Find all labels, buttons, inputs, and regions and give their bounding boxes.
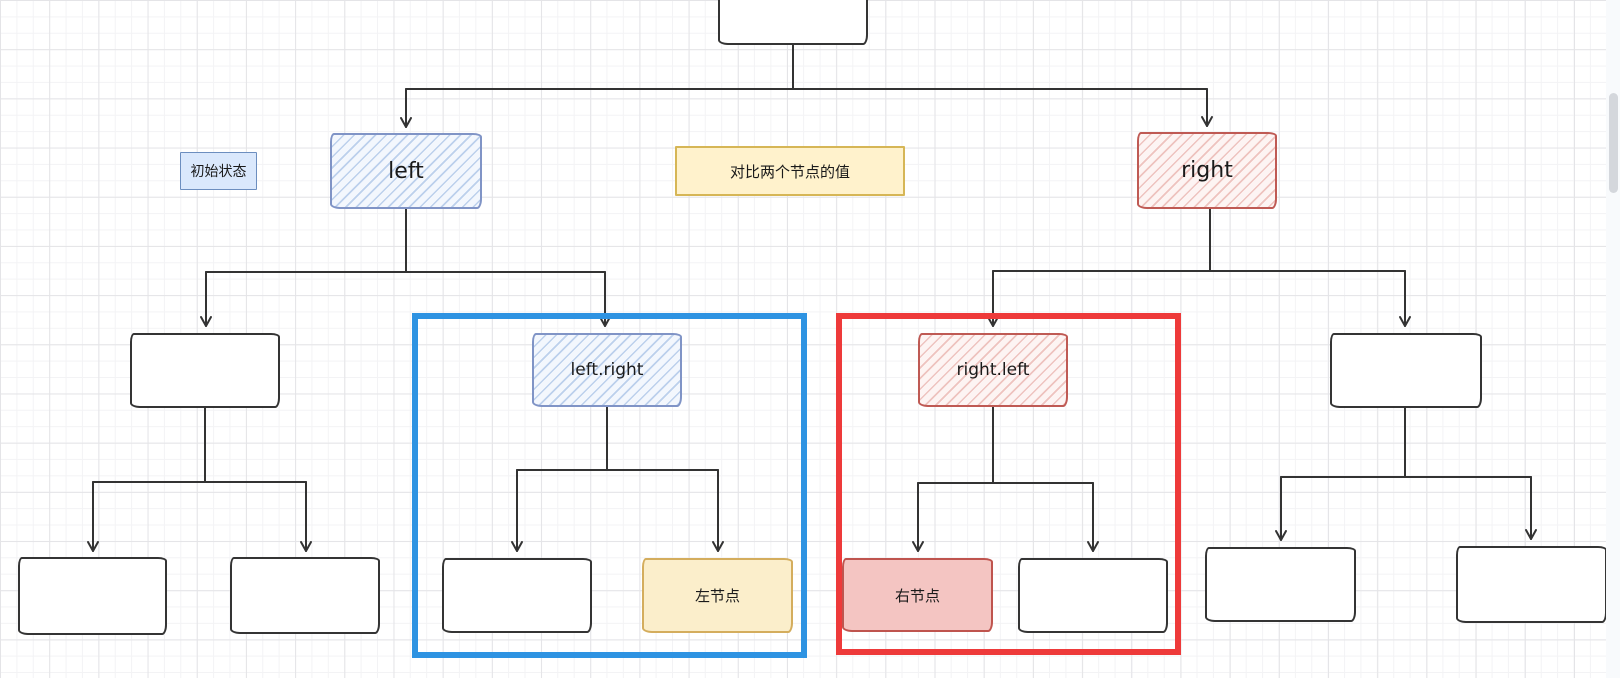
node-right-label: right (1181, 158, 1233, 183)
node-right-left-right[interactable] (1018, 558, 1168, 633)
node-root[interactable] (718, 0, 868, 45)
compare-note-label[interactable]: 对比两个节点的值 (675, 146, 905, 196)
node-left-right[interactable]: left.right (532, 333, 682, 407)
node-right-right-left[interactable] (1205, 547, 1356, 622)
connector-left-to-children[interactable] (200, 208, 611, 327)
vertical-scrollbar-thumb[interactable] (1609, 93, 1618, 193)
right-leaf-label: 右节点 (894, 587, 940, 605)
vertical-scrollbar-track[interactable] (1606, 0, 1620, 678)
highlight-rect-right-left-subtree[interactable] (836, 313, 1181, 655)
node-left-right-left[interactable] (442, 558, 592, 633)
connector-left-left-to-children[interactable] (87, 407, 312, 552)
node-left-left-left[interactable] (18, 557, 167, 635)
initial-state-label[interactable]: 初始状态 (180, 152, 257, 190)
node-left-right-label: left.right (570, 360, 644, 380)
compare-note-text: 对比两个节点的值 (729, 163, 850, 181)
node-right-left-label: right.left (956, 360, 1030, 380)
left-leaf-label: 左节点 (694, 588, 740, 605)
node-right-right[interactable] (1330, 333, 1482, 408)
node-left[interactable]: left (330, 133, 482, 209)
highlight-rect-left-right-subtree[interactable] (412, 313, 807, 658)
node-right[interactable]: right (1137, 132, 1277, 209)
initial-state-text: 初始状态 (190, 163, 247, 179)
node-left-label: left (388, 158, 424, 184)
node-right-left[interactable]: right.left (918, 333, 1068, 407)
connector-right-to-children[interactable] (987, 208, 1411, 327)
node-right-right-right[interactable] (1456, 546, 1607, 623)
node-left-left-right[interactable] (230, 557, 380, 634)
node-left-right-right[interactable]: 左节点 (642, 558, 793, 633)
connector-right-right-to-children[interactable] (1275, 407, 1537, 541)
node-right-left-left[interactable]: 右节点 (842, 558, 993, 632)
node-left-left[interactable] (130, 333, 280, 408)
connector-root-to-children[interactable] (400, 44, 1213, 128)
